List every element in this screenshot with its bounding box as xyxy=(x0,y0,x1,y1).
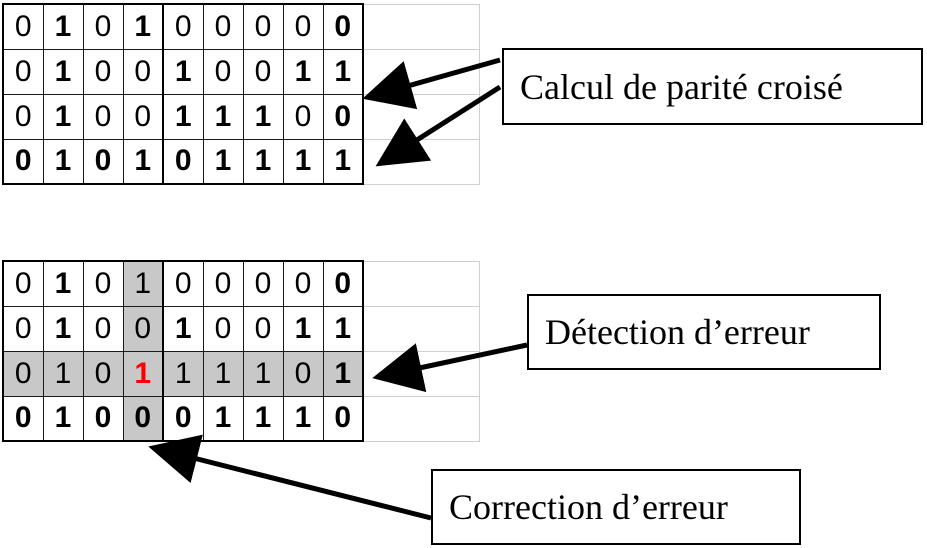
parity-cell: 1 xyxy=(322,350,364,396)
parity-cell: 1 xyxy=(202,138,243,185)
grid-cell: 1 xyxy=(242,350,283,396)
grid-cell: 0 xyxy=(282,350,323,396)
parity-cell: 0 xyxy=(322,260,364,306)
grid-cell: 0 xyxy=(242,48,283,94)
grid-cell: 0 xyxy=(282,3,323,49)
grid-cell: 1 xyxy=(42,305,83,351)
detection-arrow xyxy=(372,342,528,393)
grid-cell: 1 xyxy=(162,350,203,396)
grid-cell: 0 xyxy=(82,93,123,139)
grid-cell: 0 xyxy=(82,260,123,306)
grid-cell: 0 xyxy=(122,93,163,139)
grid-cell: 0 xyxy=(82,350,123,396)
parity-cell: 0 xyxy=(122,395,163,442)
parity-calculation-text: Calcul de parité croisé xyxy=(520,66,843,107)
grid-cell: 1 xyxy=(202,93,243,139)
grid-cell: 0 xyxy=(242,305,283,351)
parity-cell: 1 xyxy=(202,395,243,442)
parity-cell: 1 xyxy=(282,138,323,185)
grid-cell: 0 xyxy=(242,3,283,49)
parity-cell: 0 xyxy=(322,3,364,49)
empty-cell xyxy=(362,3,480,49)
grid-cell: 0 xyxy=(2,3,43,49)
grid-cell: 1 xyxy=(42,3,83,49)
parity-cell: 1 xyxy=(242,138,283,185)
grid-cell: 0 xyxy=(2,305,43,351)
grid-cell: 0 xyxy=(242,260,283,306)
grid-cell: 1 xyxy=(162,93,203,139)
grid-cell: 0 xyxy=(122,48,163,94)
grid-cell: 0 xyxy=(162,3,203,49)
grid-cell: 0 xyxy=(202,48,243,94)
parity-cell: 0 xyxy=(322,93,364,139)
error-correction-text: Correction d’erreur xyxy=(449,487,728,527)
parity-cell: 1 xyxy=(42,138,83,185)
parity-cell: 1 xyxy=(282,395,323,442)
grid-cell: 1 xyxy=(242,93,283,139)
error-detection-label: Détection d’erreur xyxy=(527,294,881,370)
grid-cell: 0 xyxy=(162,260,203,306)
parity-grid-top: 0 1 0 1 0 0 0 0 0 0 1 0 0 1 0 0 1 1 0 1 … xyxy=(2,3,480,185)
parity-cell: 1 xyxy=(42,395,83,442)
parity-cell: 1 xyxy=(242,395,283,442)
parity-cell: 1 xyxy=(322,48,364,94)
grid-cell: 0 xyxy=(2,350,43,396)
error-correction-label: Correction d’erreur xyxy=(431,469,801,545)
grid-cell: 1 xyxy=(282,305,323,351)
grid-cell: 0 xyxy=(82,305,123,351)
error-detection-text: Détection d’erreur xyxy=(545,312,810,352)
parity-cell: 0 xyxy=(322,395,364,442)
empty-cell xyxy=(362,395,480,442)
parity-cell: 1 xyxy=(322,138,364,185)
grid-cell: 1 xyxy=(162,305,203,351)
parity-cell: 0 xyxy=(82,138,123,185)
grid-cell: 1 xyxy=(42,350,83,396)
grid-cell: 0 xyxy=(202,3,243,49)
parity-calculation-label: Calcul de parité croisé xyxy=(502,48,923,125)
parity-cell: 0 xyxy=(2,138,43,185)
grid-cell: 1 xyxy=(42,260,83,306)
parity-cell: 1 xyxy=(122,138,163,185)
grid-cell: 0 xyxy=(122,305,163,351)
parity-cell: 0 xyxy=(82,395,123,442)
grid-cell: 1 xyxy=(162,48,203,94)
parity-cell: 0 xyxy=(162,395,203,442)
grid-cell: 0 xyxy=(202,305,243,351)
correction-arrow xyxy=(148,434,432,521)
grid-cell: 1 xyxy=(122,3,163,49)
grid-cell: 1 xyxy=(122,260,163,306)
parity-arrow-row xyxy=(362,57,501,110)
grid-cell: 0 xyxy=(2,48,43,94)
grid-cell: 1 xyxy=(42,48,83,94)
grid-cell: 0 xyxy=(282,260,323,306)
parity-cell: 0 xyxy=(162,138,203,185)
grid-cell: 1 xyxy=(282,48,323,94)
parity-cell: 1 xyxy=(322,305,364,351)
grid-cell: 1 xyxy=(202,350,243,396)
empty-cell xyxy=(362,260,480,306)
grid-cell: 0 xyxy=(2,93,43,139)
grid-cell: 0 xyxy=(82,48,123,94)
grid-cell: 1 xyxy=(42,93,83,139)
error-cell: 1 xyxy=(122,350,163,396)
grid-cell: 0 xyxy=(2,260,43,306)
grid-cell: 0 xyxy=(202,260,243,306)
parity-cell: 0 xyxy=(2,395,43,442)
grid-cell: 0 xyxy=(82,3,123,49)
grid-cell: 0 xyxy=(282,93,323,139)
parity-arrow-column xyxy=(375,84,502,167)
